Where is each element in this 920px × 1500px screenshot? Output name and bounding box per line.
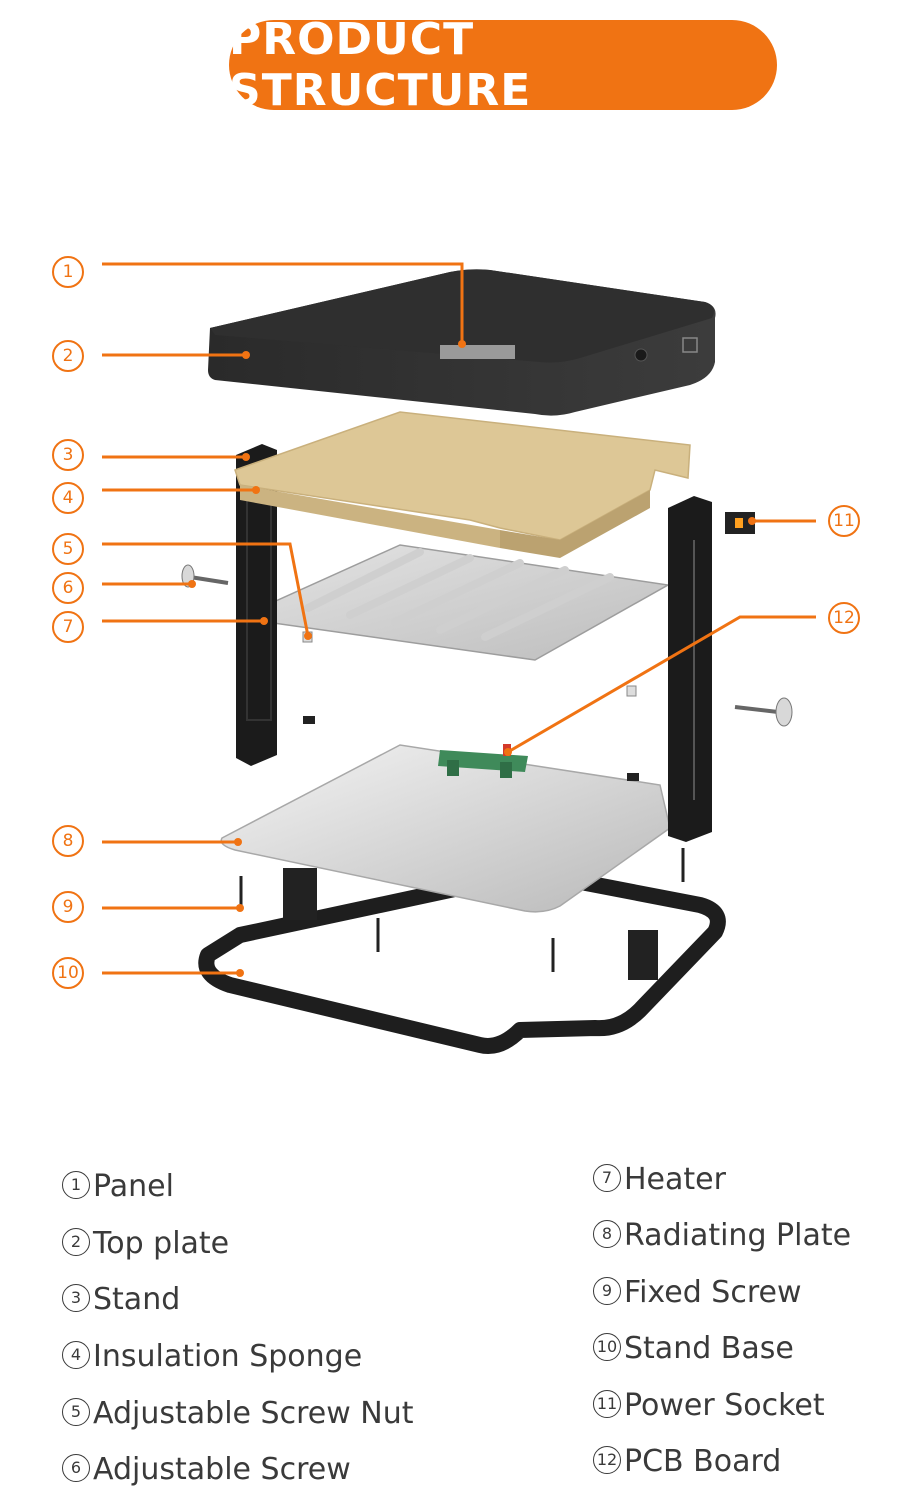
legend-number: 12	[593, 1445, 621, 1474]
callout-3: 3	[52, 439, 84, 471]
callout-7: 7	[52, 611, 84, 643]
legend-label: Panel	[93, 1169, 174, 1204]
callout-9: 9	[52, 891, 84, 923]
callout-2: 2	[52, 340, 84, 372]
legend-number: 1	[62, 1170, 90, 1199]
callout-11: 11	[828, 505, 860, 537]
pcb-board-part	[438, 744, 528, 778]
legend-number: 7	[593, 1163, 621, 1192]
leader-dots	[188, 340, 756, 977]
legend-number: 5	[62, 1397, 90, 1426]
callout-4: 4	[52, 482, 84, 514]
legend-number: 2	[62, 1227, 90, 1256]
legend-number: 9	[593, 1276, 621, 1305]
leader-lines	[102, 262, 816, 975]
panel-display	[440, 345, 515, 359]
legend-label: Radiating Plate	[624, 1218, 852, 1253]
legend-label: Stand	[93, 1282, 181, 1317]
legend-number: 8	[593, 1219, 621, 1248]
adjustable-screws-part	[181, 564, 793, 727]
legend-number: 10	[593, 1332, 621, 1361]
title-banner: PRODUCT STRUCTURE	[229, 14, 777, 116]
legend-number: 3	[62, 1283, 90, 1312]
legend-label: Adjustable Screw Nut	[93, 1396, 414, 1431]
legend-label: Power Socket	[624, 1388, 825, 1423]
right-stand-part	[668, 496, 712, 842]
legend-label: Heater	[624, 1162, 726, 1197]
legend-label: PCB Board	[624, 1444, 782, 1479]
legend-label: Stand Base	[624, 1331, 794, 1366]
exploded-view-diagram	[102, 262, 816, 1054]
legend-label: Fixed Screw	[624, 1275, 802, 1310]
legend-number: 6	[62, 1453, 90, 1482]
legend-number: 4	[62, 1340, 90, 1369]
callout-6: 6	[52, 572, 84, 604]
page-title: PRODUCT STRUCTURE	[229, 14, 532, 116]
callout-1: 1	[52, 256, 84, 288]
callout-10: 10	[52, 957, 84, 989]
legend-label: Adjustable Screw	[93, 1452, 351, 1487]
power-socket-part	[725, 512, 755, 534]
legend-label: Insulation Sponge	[93, 1339, 363, 1374]
legend-label: Top plate	[93, 1226, 230, 1261]
callout-5: 5	[52, 533, 84, 565]
legend-number: 11	[593, 1389, 621, 1418]
insulation-sponge-part	[234, 411, 691, 558]
callout-8: 8	[52, 825, 84, 857]
callout-12: 12	[828, 602, 860, 634]
